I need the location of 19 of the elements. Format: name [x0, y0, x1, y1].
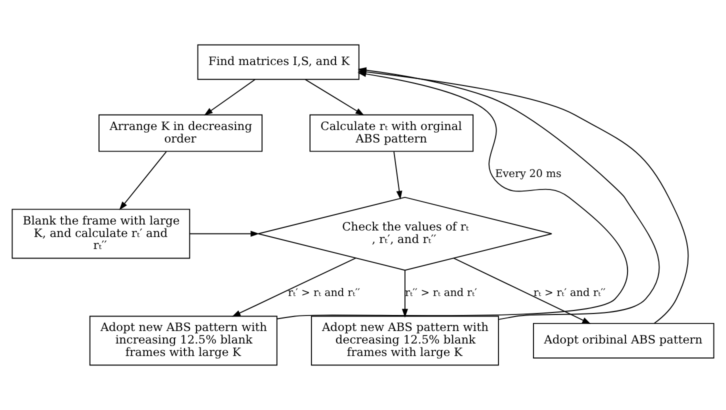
edge-label: rₜ > rₜ′ and rₜ′′: [533, 286, 606, 299]
node-box: Adopt new ABS pattern with increasing 12.5% blank frames with large K: [89, 316, 278, 366]
node-box: Blank the frame with large K, and calculate rₜ′ and rₜ′′: [12, 208, 190, 259]
node-box: Find matrices I,S, and K: [197, 44, 360, 80]
node-box: Calculate rₜ with orginal ABS pattern: [310, 114, 474, 152]
node-diamond: Check the values of rₜ , rₜ′, and rₜ′′: [258, 196, 552, 271]
arrow: [393, 151, 402, 200]
node-box: Adopt new ABS pattern with decreasing 12.5% blank frames with large K: [310, 316, 499, 366]
arrow: [304, 78, 364, 116]
edge-label: rₜ′ > rₜ and rₜ′′: [288, 286, 360, 299]
arrow: [232, 258, 356, 317]
arrow: [204, 78, 256, 116]
edge-label: Every 20 ms: [495, 168, 562, 180]
arrow: [189, 230, 260, 237]
node-box: Arrange K in decreasing order: [98, 114, 263, 152]
arrow: [119, 151, 167, 210]
node-box: Adopt oribinal ABS pattern: [533, 322, 714, 358]
arrow: [453, 258, 591, 324]
arrow: [402, 270, 408, 318]
